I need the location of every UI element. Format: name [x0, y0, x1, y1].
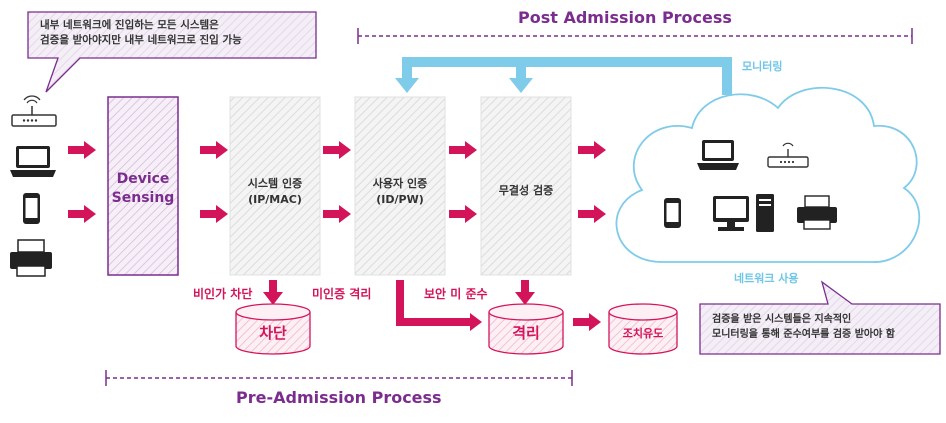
pre-admission-bracket — [105, 370, 573, 386]
system-auth-line1: 시스템 인증 — [247, 177, 303, 190]
device-sensing-label: Device Sensing — [108, 170, 178, 208]
remediation-label: 조치유도 — [622, 327, 664, 340]
callout-bottom-line1: 검증을 받은 시스템들은 지속적인 — [712, 314, 852, 325]
arrow-device-to-sensing-1 — [68, 141, 96, 159]
cloud-laptop-icon — [697, 140, 739, 170]
callout-bottom-line2: 모니터링을 통해 준수여부를 검증 받아야 함 — [712, 329, 896, 340]
monitoring-label: 모니터링 — [742, 60, 783, 73]
callout-top-line1: 내부 네트워크에 진입하는 모든 시스템은 — [40, 19, 219, 31]
arrow-user-to-integrity-1 — [449, 141, 477, 159]
noncompliant-label: 보안 미 준수 — [424, 287, 488, 301]
cloud-smartphone-icon — [664, 198, 681, 228]
user-auth-box — [354, 96, 446, 276]
arrow-user-to-integrity-2 — [449, 205, 477, 223]
block-label: 차단 — [259, 324, 287, 342]
arrow-system-to-block — [263, 280, 283, 305]
callout-top-line2: 검증을 받아야지만 내부 네트워크로 진입 가능 — [40, 34, 242, 46]
system-auth-label: 시스템 인증 (IP/MAC) — [230, 176, 320, 208]
callout-top-text: 내부 네트워크에 진입하는 모든 시스템은 검증을 받아야지만 내부 네트워크로… — [40, 18, 310, 48]
arrow-integrity-to-cloud-2 — [578, 205, 606, 223]
cloud-router-icon — [767, 142, 809, 168]
callout-bottom-box — [699, 280, 941, 355]
smartphone-icon — [23, 193, 40, 224]
network-cloud — [615, 87, 921, 263]
user-auth-label: 사용자 인증 (ID/PW) — [355, 176, 445, 208]
printer-icon — [10, 239, 52, 277]
quarantine-cylinder — [488, 303, 564, 355]
quarantine-label: 격리 — [512, 324, 540, 342]
remediation-cylinder — [608, 303, 678, 355]
arrow-system-to-user-1 — [323, 141, 351, 159]
arrow-device-to-sensing-2 — [68, 205, 96, 223]
pre-admission-title: Pre-Admission Process — [236, 388, 442, 407]
integrity-check-box — [480, 96, 572, 276]
callout-bottom-text: 검증을 받은 시스템들은 지속적인 모니터링을 통해 준수여부를 검증 받아야 … — [712, 312, 938, 342]
router-icon — [11, 95, 57, 127]
block-cylinder — [235, 303, 311, 355]
cloud-printer-icon — [797, 195, 837, 230]
arrow-user-to-quarantine — [396, 280, 482, 331]
flow-arrows — [68, 141, 606, 331]
network-use-label: 네트워크 사용 — [734, 272, 799, 285]
arrow-system-to-user-2 — [323, 205, 351, 223]
post-admission-title: Post Admission Process — [518, 8, 732, 27]
user-auth-line2: (ID/PW) — [376, 193, 424, 206]
arrow-sensing-to-system-1 — [200, 141, 228, 159]
unauthorized-block-label: 비인가 차단 — [193, 287, 253, 301]
arrow-integrity-to-quarantine — [515, 280, 535, 305]
callout-top-box — [27, 11, 317, 93]
arrow-integrity-to-cloud-1 — [578, 141, 606, 159]
device-sensing-box — [107, 96, 179, 276]
arrow-sensing-to-system-2 — [200, 205, 228, 223]
user-auth-line1: 사용자 인증 — [372, 177, 428, 190]
laptop-icon — [10, 146, 56, 177]
device-sensing-line2: Sensing — [111, 190, 175, 206]
system-auth-line2: (IP/MAC) — [248, 193, 302, 206]
system-auth-box — [229, 96, 321, 276]
unauthenticated-quarantine-label: 미인증 격리 — [312, 287, 372, 301]
arrow-quarantine-to-remediation — [573, 313, 601, 331]
post-admission-bracket — [357, 28, 913, 44]
cloud-desktop-icon — [713, 194, 774, 232]
device-sensing-line1: Device — [116, 171, 170, 187]
integrity-label: 무결성 검증 — [498, 184, 554, 197]
monitoring-feedback-arrows — [395, 57, 732, 95]
